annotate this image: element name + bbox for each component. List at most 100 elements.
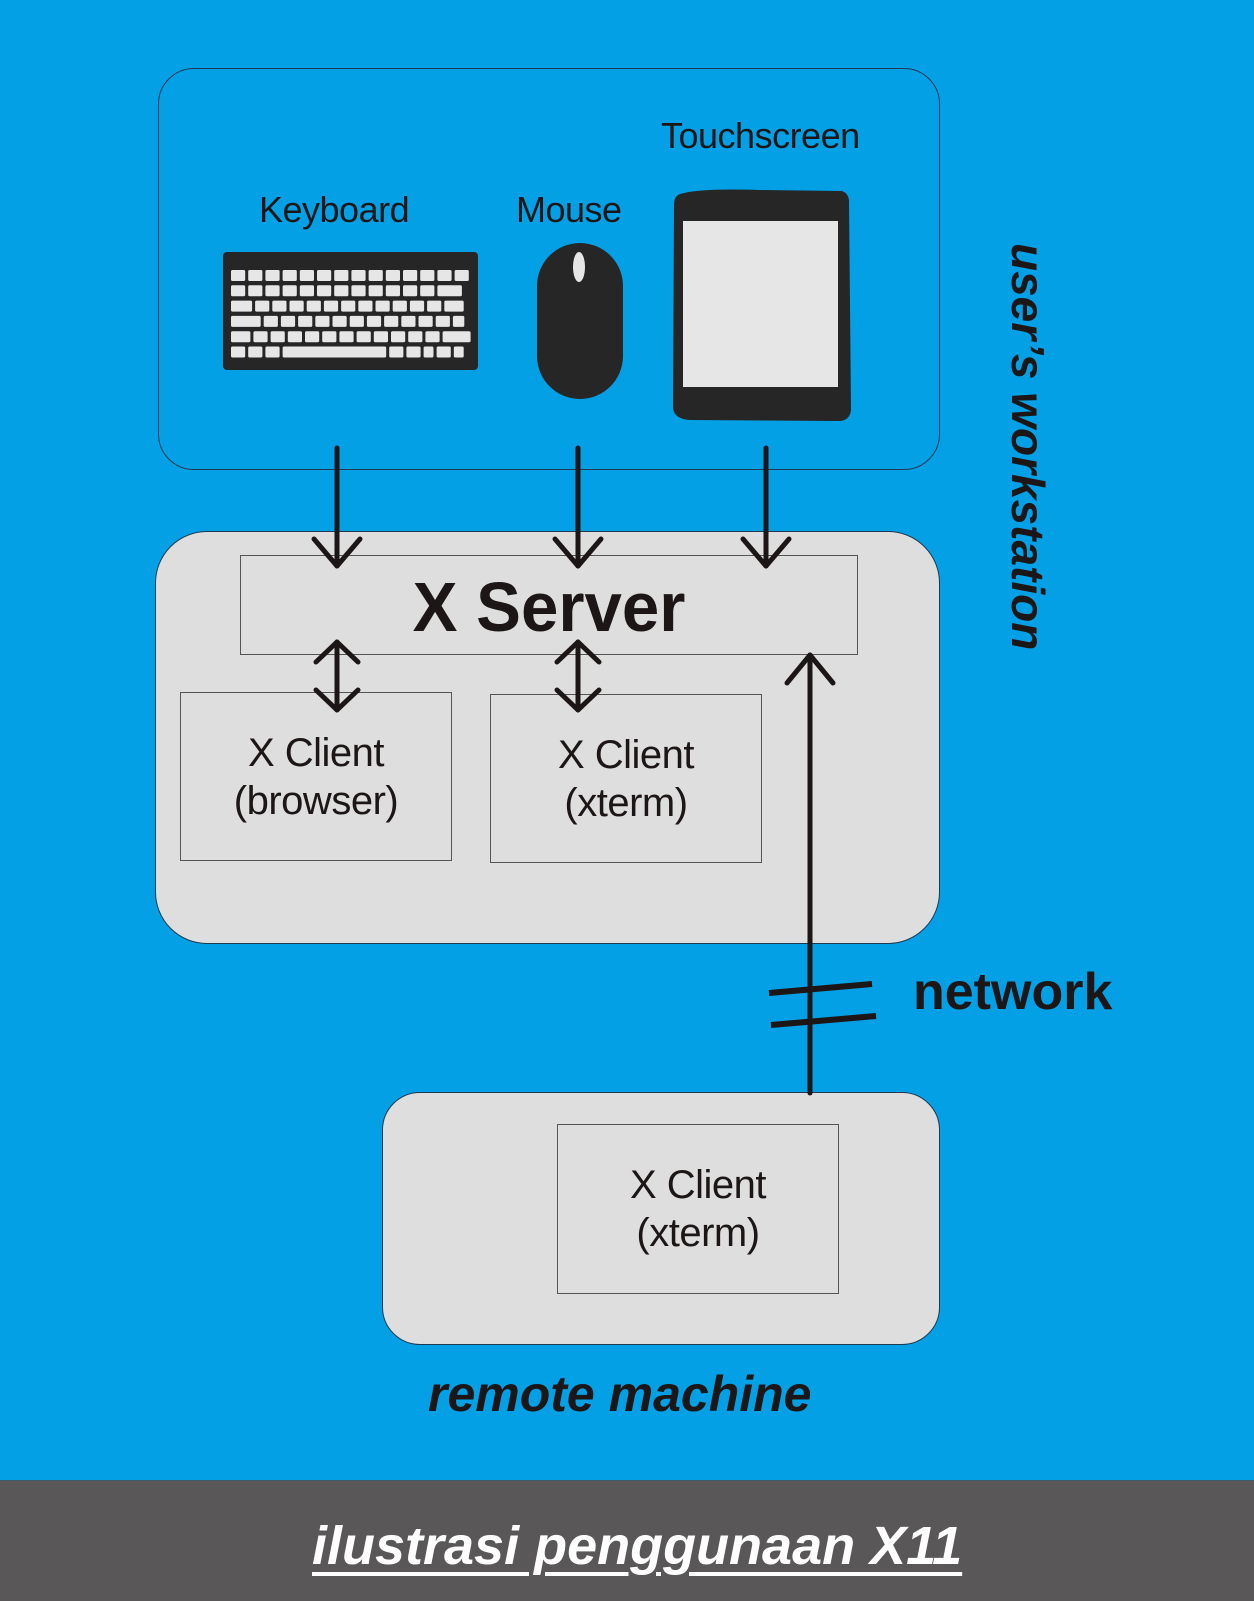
keyboard-key xyxy=(409,300,425,312)
keyboard-key xyxy=(282,346,387,358)
keyboard-key xyxy=(248,285,263,297)
keyboard-icon xyxy=(223,252,478,370)
keyboard-key xyxy=(282,285,297,297)
client-subtitle: (xterm) xyxy=(636,1211,760,1255)
keyboard-key xyxy=(323,300,339,312)
network-arrow xyxy=(784,652,836,1096)
keyboard-key xyxy=(231,315,261,327)
client-title: X Client xyxy=(557,732,695,777)
keyboard-key xyxy=(272,300,287,312)
keyboard-key xyxy=(427,300,442,312)
x-server-label: X Server xyxy=(412,568,686,646)
network-label: network xyxy=(913,963,1113,1021)
keyboard-key xyxy=(437,270,452,281)
keyboard-key xyxy=(231,346,246,358)
diagram-title: ilustrasi penggunaan X11 xyxy=(312,1516,963,1576)
keyboard-key xyxy=(385,285,400,297)
keyboard-key xyxy=(332,315,347,327)
keyboard-key xyxy=(265,270,280,281)
keyboard-key xyxy=(231,270,246,281)
keyboard-key xyxy=(315,315,330,327)
x-server-box: X Server xyxy=(240,555,858,655)
keyboard-key xyxy=(231,300,253,312)
keyboard-key xyxy=(255,300,270,312)
mouse-icon xyxy=(537,243,623,399)
keyboard-key xyxy=(420,270,435,281)
keyboard-label: Keyboard xyxy=(259,189,410,230)
keyboard-key xyxy=(375,300,390,312)
keyboard-key xyxy=(263,315,278,327)
keyboard-key xyxy=(373,331,388,343)
keyboard-to-server-arrow xyxy=(311,445,363,569)
client-title: X Client xyxy=(629,1163,767,1207)
keyboard-key xyxy=(282,270,297,281)
keyboard-key xyxy=(442,331,471,343)
keyboard-key xyxy=(349,315,364,327)
touchscreen-label: Touchscreen xyxy=(661,115,860,156)
keyboard-key xyxy=(299,270,314,281)
keyboard-key xyxy=(317,285,332,297)
keyboard-key xyxy=(334,285,349,297)
keyboard-key xyxy=(436,346,451,358)
keyboard-key xyxy=(351,285,366,297)
keyboard-key xyxy=(299,285,314,297)
keyboard-key xyxy=(253,331,268,343)
keyboard-key xyxy=(454,270,469,281)
keyboard-key xyxy=(418,315,433,327)
keyboard-key xyxy=(270,331,285,343)
keyboard-key xyxy=(317,270,332,281)
keyboard-key xyxy=(423,346,434,358)
keyboard-key xyxy=(298,315,313,327)
keyboard-key xyxy=(305,331,320,343)
keyboard-key xyxy=(389,346,404,358)
keyboard-key xyxy=(425,331,440,343)
keyboard-key xyxy=(351,270,366,281)
keyboard-key xyxy=(280,315,296,327)
keyboard-key xyxy=(287,331,302,343)
server-browser-bidirectional-arrow xyxy=(313,639,361,713)
keyboard-key xyxy=(248,270,263,281)
keyboard-key xyxy=(406,346,421,358)
keyboard-key xyxy=(391,331,406,343)
keyboard-key xyxy=(356,331,371,343)
keyboard-key xyxy=(265,346,280,358)
keyboard-key xyxy=(452,315,465,327)
mouse-label: Mouse xyxy=(516,189,622,230)
touchscreen-icon xyxy=(673,189,851,421)
keyboard-key xyxy=(231,331,251,343)
keyboard-key xyxy=(385,270,400,281)
keyboard-key xyxy=(358,300,373,312)
x-client-browser-box: X Client (browser) xyxy=(180,692,452,861)
footer-banner xyxy=(0,1480,1254,1601)
keyboard-key xyxy=(289,300,304,312)
keyboard-key xyxy=(384,315,399,327)
keyboard-key xyxy=(420,285,435,297)
keyboard-key xyxy=(368,285,383,297)
client-title: X Client xyxy=(247,730,385,775)
keyboard-key xyxy=(453,346,464,358)
keyboard-key xyxy=(408,331,423,343)
keyboard-key xyxy=(444,300,464,312)
remote-machine-label: remote machine xyxy=(428,1366,812,1422)
keyboard-key xyxy=(435,315,450,327)
keyboard-key xyxy=(403,285,418,297)
keyboard-key xyxy=(368,270,383,281)
keyboard-key xyxy=(339,331,354,343)
input-devices-group xyxy=(158,68,940,470)
keyboard-key xyxy=(403,270,418,281)
server-xterm-bidirectional-arrow xyxy=(554,639,602,713)
keyboard-key xyxy=(265,285,280,297)
keyboard-key xyxy=(306,300,321,312)
workstation-label: user’s workstation xyxy=(1002,243,1054,651)
keyboard-key xyxy=(437,285,462,297)
mouse-to-server-arrow xyxy=(552,445,604,569)
keyboard-key xyxy=(401,315,416,327)
x-client-xterm-box: X Client (xterm) xyxy=(490,694,762,863)
keyboard-key xyxy=(341,300,356,312)
client-subtitle: (browser) xyxy=(233,778,399,823)
touchscreen-to-server-arrow xyxy=(740,445,792,569)
client-subtitle: (xterm) xyxy=(564,780,688,825)
network-break-icon xyxy=(768,981,877,1028)
